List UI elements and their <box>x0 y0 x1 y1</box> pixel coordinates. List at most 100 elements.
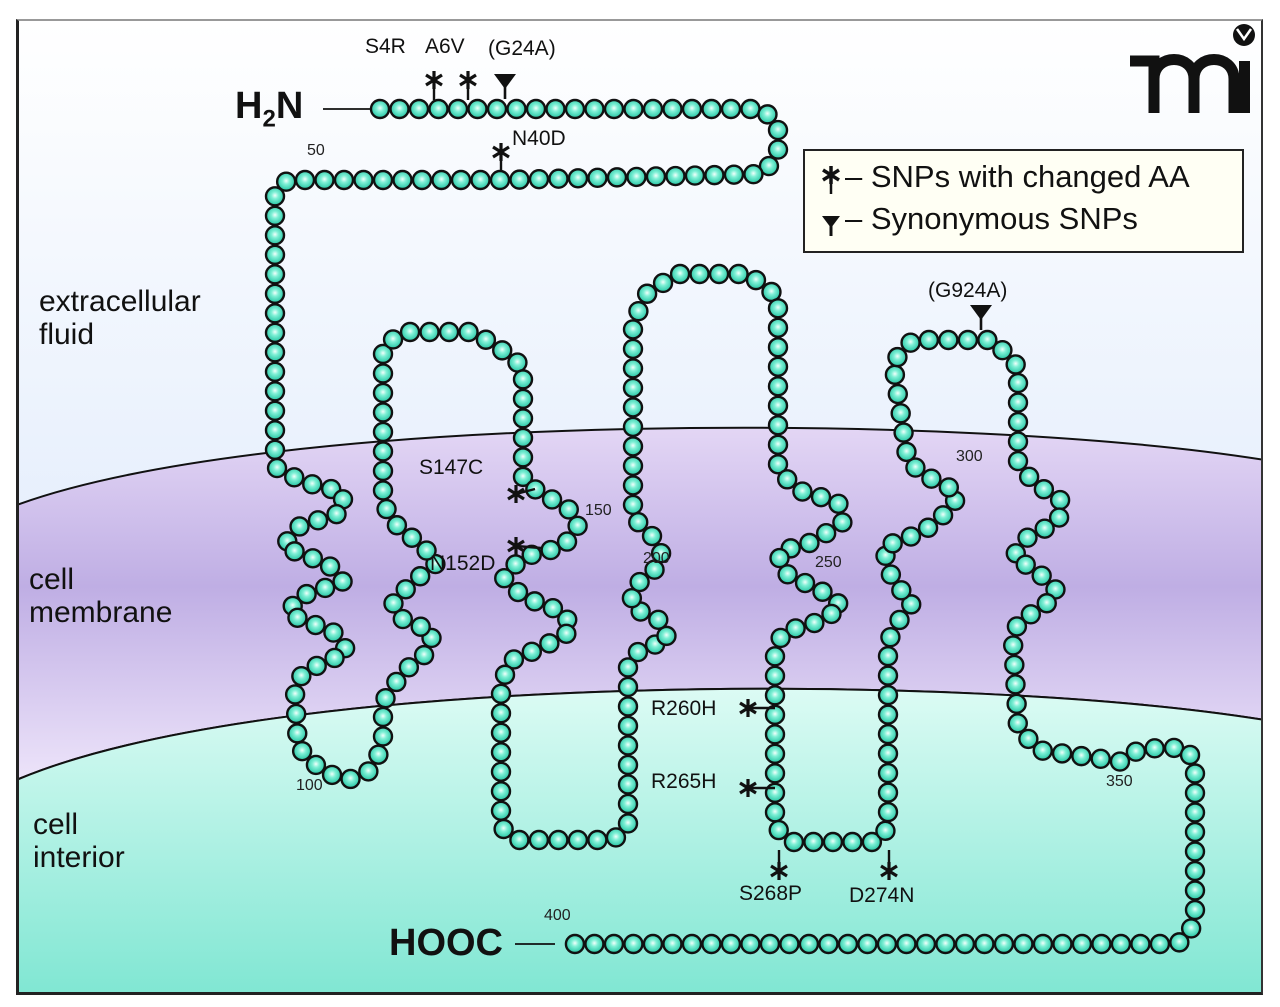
amino-acid-bead <box>622 494 644 516</box>
amino-acid-bead <box>372 169 394 191</box>
amino-acid-bead <box>372 421 394 443</box>
amino-acid-bead <box>264 244 286 266</box>
amino-acid-bead <box>525 479 546 500</box>
amino-acid-bead <box>428 98 449 120</box>
amino-acid-bead <box>376 498 397 520</box>
residue-number-250: 250 <box>815 554 842 571</box>
amino-acid-bead <box>767 298 789 319</box>
amino-acid-bead <box>645 166 667 187</box>
n-terminus-n: N <box>275 85 304 127</box>
amino-acid-bead <box>877 684 899 706</box>
amino-acid-bead <box>628 512 649 533</box>
amino-acid-bead <box>542 598 564 619</box>
amino-acid-bead <box>622 455 644 477</box>
amino-acid-bead <box>1184 860 1206 882</box>
asterisk-icon <box>770 862 788 880</box>
amino-acid-bead <box>264 283 286 305</box>
amino-acid-bead <box>1184 841 1206 862</box>
amino-acid-bead <box>392 608 413 630</box>
amino-acid-bead <box>264 439 286 461</box>
amino-acid-bead <box>512 447 534 468</box>
amino-acid-bead <box>740 98 761 120</box>
terminus-connectors <box>323 108 555 945</box>
snp-label-g24a: (G24A) <box>488 37 556 60</box>
amino-acid-bead <box>622 338 644 360</box>
amino-acid-bead <box>1007 450 1029 472</box>
snp-label-a6v: A6V <box>425 35 465 58</box>
amino-acid-bead <box>1179 744 1201 766</box>
legend-label-changed-aa: – SNPs with changed AA <box>845 159 1190 194</box>
amino-acid-bead <box>768 819 789 841</box>
residue-number-400: 400 <box>544 907 571 924</box>
amino-acid-bead <box>291 665 312 687</box>
amino-acid-bead <box>606 167 628 188</box>
amino-acid-bead <box>372 441 394 462</box>
amino-acid-bead <box>506 98 527 120</box>
amino-acid-bead <box>392 169 413 191</box>
amino-acid-bead <box>628 300 649 322</box>
snp-label-n40d: N40D <box>512 127 566 150</box>
region-label-line: interior <box>33 841 125 874</box>
amino-acid-bead <box>641 525 663 547</box>
amino-acid-bead <box>648 609 669 630</box>
amino-acid-bead <box>621 587 643 609</box>
amino-acid-bead <box>917 517 939 538</box>
amino-acid-bead <box>900 332 921 353</box>
residue-number-200: 200 <box>643 550 670 567</box>
amino-acid-bead <box>622 397 644 418</box>
residue-number-50: 50 <box>307 142 325 159</box>
amino-acid-bead <box>490 703 512 724</box>
amino-acid-bead <box>539 633 560 654</box>
residue-number-100: 100 <box>296 777 323 794</box>
amino-acid-bead <box>740 933 761 955</box>
amino-acid-bead <box>375 688 396 709</box>
amino-acid-bead <box>605 827 627 848</box>
amino-acid-bead <box>880 626 901 648</box>
amino-acid-bead <box>935 933 956 955</box>
amino-acid-bead <box>438 321 460 343</box>
amino-acid-bead <box>1005 354 1026 375</box>
amino-acid-bead <box>1169 932 1190 953</box>
cell-interior-region <box>19 687 1261 992</box>
amino-acid-bead <box>486 98 508 120</box>
amino-acid-bead <box>401 527 423 548</box>
amino-acid-bead <box>896 933 917 955</box>
amino-acid-bead <box>450 169 472 191</box>
amino-acid-bead <box>652 272 674 294</box>
amino-acid-bead <box>617 754 639 776</box>
amino-acid-bead <box>302 548 324 569</box>
amino-acid-bead <box>622 377 644 399</box>
amino-acid-bead <box>525 98 547 120</box>
amino-acid-bead <box>1018 466 1040 488</box>
snp-label-g924a: (G924A) <box>928 279 1008 302</box>
amino-acid-bead <box>669 263 691 285</box>
amino-acid-bead <box>622 436 644 457</box>
amino-acid-bead <box>584 933 605 955</box>
amino-acid-bead <box>398 657 420 678</box>
amino-acid-bead <box>1005 674 1026 695</box>
amino-acid-bead <box>828 493 849 514</box>
amino-acid-bead <box>1032 740 1053 761</box>
amino-acid-bead <box>764 763 786 784</box>
amino-acid-bead <box>764 665 786 687</box>
amino-acid-bead <box>758 155 780 177</box>
amino-acid-bead <box>767 376 789 397</box>
amino-acid-bead <box>524 591 545 612</box>
amino-acid-bead <box>1032 933 1054 955</box>
amino-acid-bead <box>584 98 605 120</box>
amino-acid-bead <box>333 169 355 191</box>
amino-acid-bead <box>305 754 327 776</box>
amino-acid-bead <box>977 329 998 351</box>
amino-acid-bead <box>383 593 404 614</box>
amino-acid-bead <box>475 329 497 350</box>
amino-acid-bead <box>1048 507 1070 528</box>
amino-acid-bead <box>1130 933 1151 955</box>
triangle-icon <box>970 305 992 320</box>
amino-acid-bead <box>759 933 781 955</box>
amino-acid-bead <box>764 724 786 745</box>
amino-acid-bead <box>287 723 308 744</box>
amino-acid-chain <box>264 98 1206 955</box>
amino-acid-bead <box>567 829 589 851</box>
amino-acid-bead <box>291 740 313 762</box>
amino-acid-bead <box>490 781 512 802</box>
